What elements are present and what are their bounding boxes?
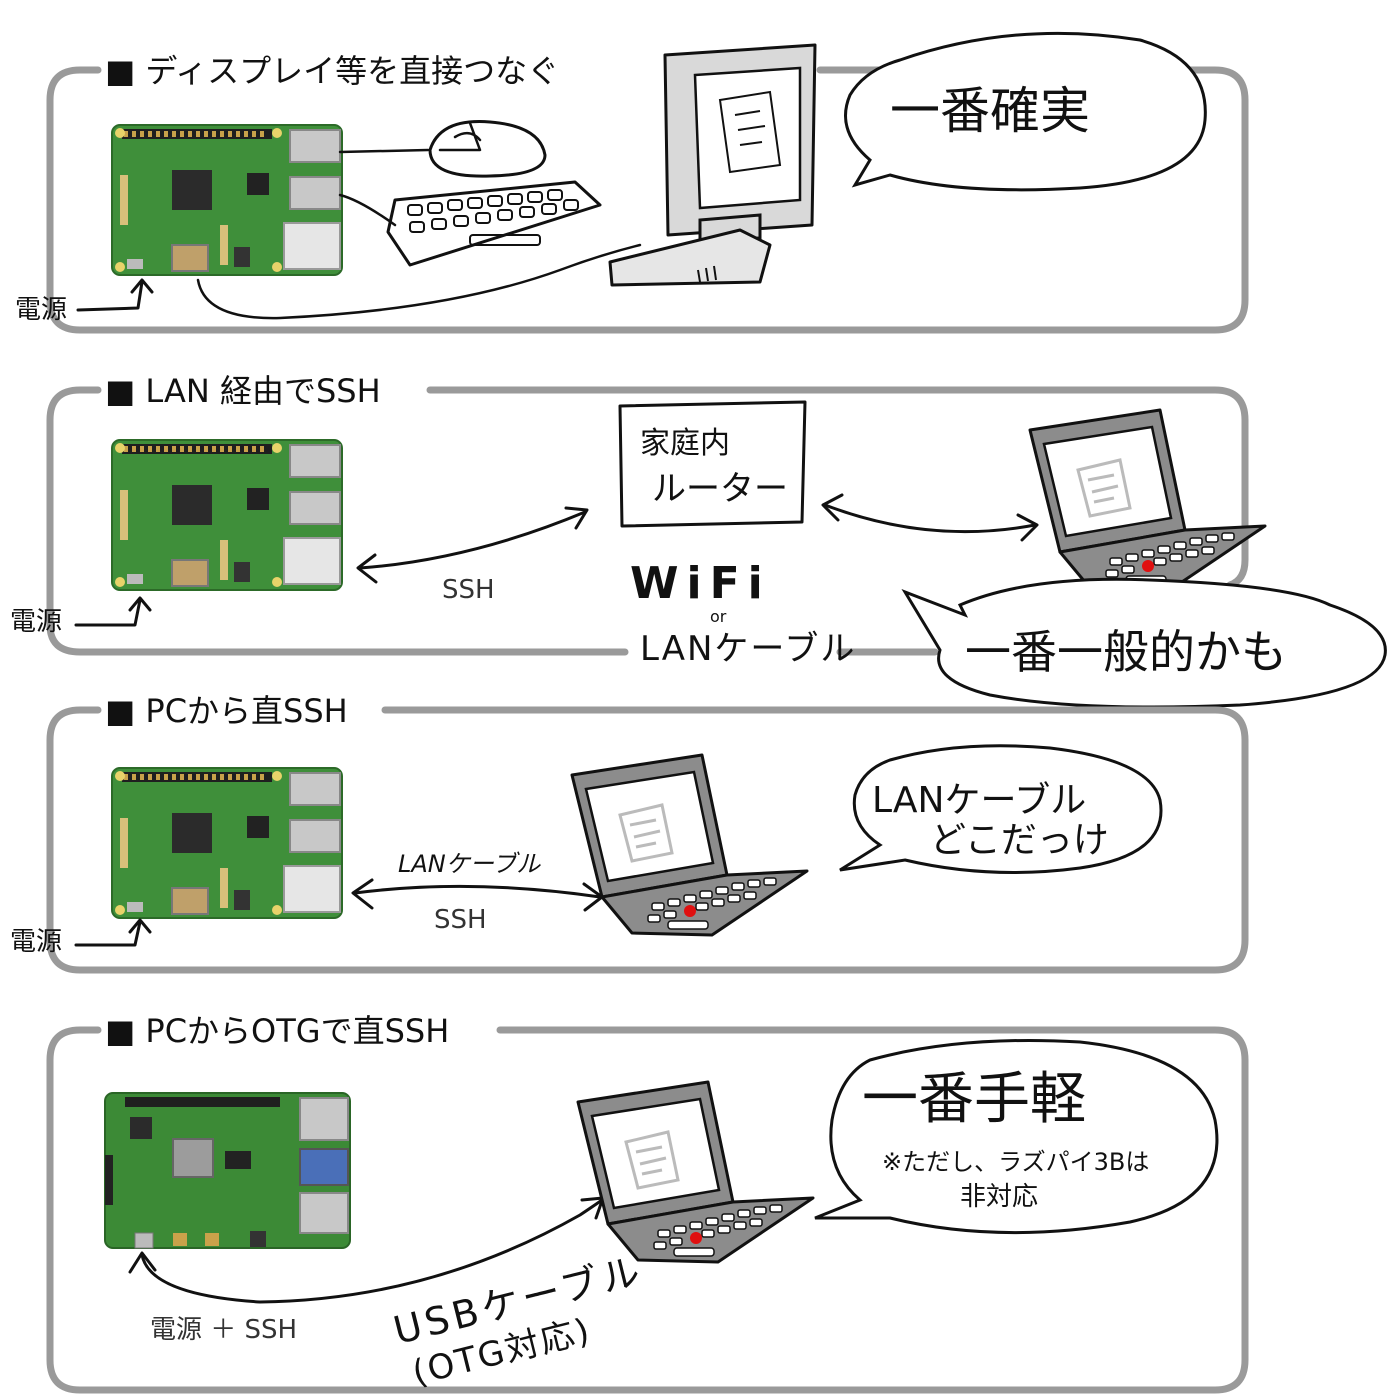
speech-bubble-icon: 一番確実 (844, 31, 1207, 192)
bubble-note-line2: 非対応 (960, 1182, 1038, 1212)
bubble-text: 一番一般的かも (965, 625, 1287, 679)
raspberry-pi-board-icon (111, 124, 343, 276)
power-arrow (76, 278, 154, 312)
speech-bubble-icon: LANケーブル どこだっけ (839, 744, 1163, 874)
bubble-text-line2: どこだっけ (930, 820, 1109, 861)
section-frame (46, 386, 1249, 656)
mouse-icon (428, 120, 547, 178)
speech-bubble-icon: 一番手軽 ※ただし、ラズパイ3Bは 非対応 (814, 1038, 1219, 1235)
lan-cable-label: LANケーブル (640, 629, 856, 669)
ssh-arrow (356, 506, 589, 584)
router-text-line2: ルーター (652, 469, 788, 509)
section-frame (46, 1026, 1249, 1394)
speech-bubble-icon: 一番一般的かも (901, 577, 1387, 709)
ssh-label: SSH (442, 575, 495, 605)
router-icon: 家庭内 ルーター (618, 400, 807, 528)
section-direct-connect: ■ ディスプレイ等を直接つなぐ (15, 31, 1249, 334)
cable-label: LANケーブル (398, 850, 541, 878)
keyboard-cable (338, 193, 397, 227)
laptop-icon (570, 753, 809, 937)
bubble-text: 一番手軽 (862, 1067, 1086, 1132)
power-arrow (74, 596, 152, 627)
section-pc-direct-ssh: ■ PCから直SSH 電源 LANケーブル SSH LANケーブル どこだっけ (10, 692, 1249, 974)
hdmi-cable (196, 243, 642, 320)
wifi-label: WiFi (630, 558, 771, 609)
section-title: ■ ディスプレイ等を直接つなぐ (105, 52, 559, 90)
mouse-cable (338, 148, 430, 154)
power-arrow (74, 918, 152, 947)
bubble-text-line1: LANケーブル (872, 780, 1086, 821)
bubble-note-line1: ※ただし、ラズパイ3Bは (882, 1148, 1149, 1176)
section-frame (46, 66, 1249, 334)
section-title: ■ PCから直SSH (105, 692, 348, 730)
ssh-label: SSH (434, 905, 487, 935)
monitor-icon (608, 43, 817, 287)
power-label: 電源 (10, 927, 62, 957)
router-laptop-arrow (821, 493, 1039, 542)
section-title: ■ PCからOTGで直SSH (105, 1012, 449, 1050)
section-title: ■ LAN 経由でSSH (105, 372, 381, 410)
section-pc-otg-ssh: ■ PCからOTGで直SSH 電源 ＋ SSH USBケーブル (OTG対応) … (46, 1012, 1249, 1394)
section-lan-ssh: ■ LAN 経由でSSH 電源 SSH 家庭内 ルーター WiFi or LAN… (10, 372, 1387, 709)
power-label: 電源 (10, 607, 62, 637)
laptop-icon (1028, 408, 1267, 592)
or-label: or (710, 607, 727, 626)
raspberry-pi-board-icon (104, 1092, 351, 1249)
bubble-text: 一番確実 (890, 82, 1090, 140)
router-text-line1: 家庭内 (640, 426, 730, 461)
power-label: 電源 (15, 295, 67, 325)
keyboard-icon (386, 180, 602, 267)
section-frame (46, 706, 1249, 974)
power-ssh-label: 電源 ＋ SSH (150, 1315, 297, 1345)
laptop-icon (576, 1080, 815, 1264)
raspberry-pi-board-icon (111, 767, 343, 919)
raspberry-pi-board-icon (111, 439, 343, 591)
